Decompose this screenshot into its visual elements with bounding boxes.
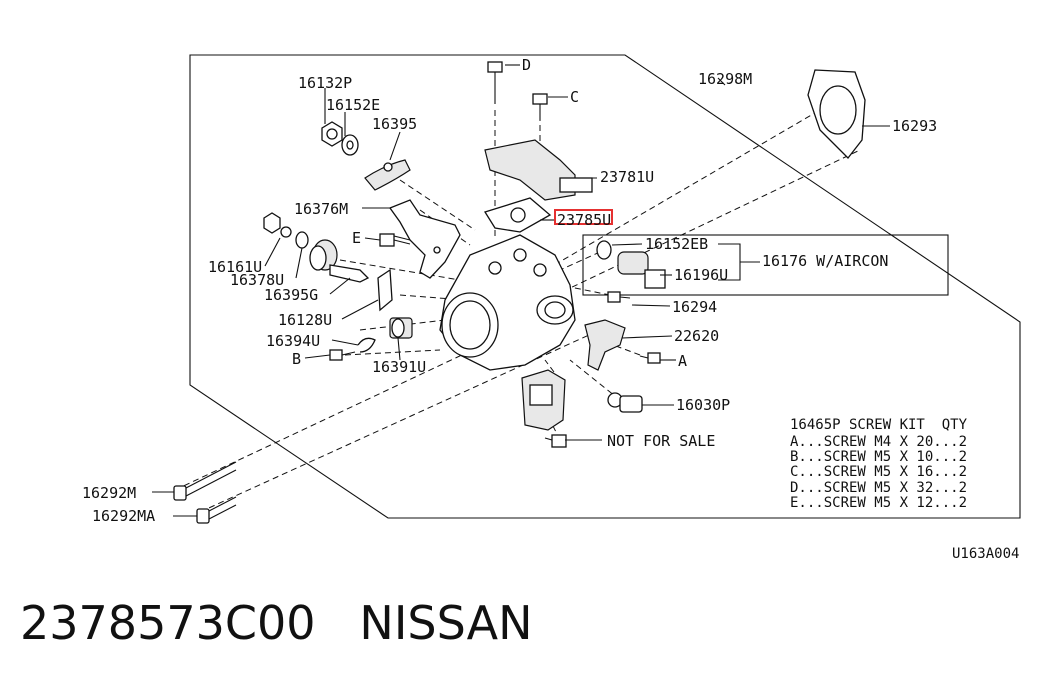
label-22620: 22620 [674,327,719,345]
bolt-16292m [173,461,237,501]
highlight-box-23785u [554,209,613,225]
aircon-group-box [582,234,949,296]
valve-23781u [484,139,593,201]
screw-e [379,233,411,247]
label-16292m: 16292M [82,484,136,502]
label-16030p: 16030P [676,396,730,414]
label-16298m: 16298M [698,70,752,88]
sensor-22620 [584,319,626,371]
label-16128u: 16128U [278,311,332,329]
label-16292ma: 16292MA [92,507,155,525]
screw-c [532,93,548,120]
label-16376m: 16376M [294,200,348,218]
label-16391u: 16391U [372,358,426,376]
gasket-23785u [484,197,552,233]
washer-16152e [341,134,359,156]
screw-kit-row: A...SCREW M4 X 20...2 [790,434,967,450]
label-d: D [522,56,531,74]
screw-kit-header: 16465P SCREW KIT QTY [790,417,968,433]
label-23781u: 23781U [600,168,654,186]
gasket-16293 [807,69,866,159]
bracket-not-for-sale [521,369,567,448]
nut-16161u [263,212,292,238]
screw-kit-table: 16465P SCREW KIT QTY A...SCREW M4 X 20..… [790,417,968,511]
bolt-16292ma [196,496,237,524]
screw-b [329,349,356,361]
throttle-body [439,234,576,371]
label-c: C [570,88,579,106]
label-16294: 16294 [672,298,717,316]
part-caption: 2378573C00 NISSAN [20,596,533,650]
leader-lines [152,64,890,517]
seal-16378u [295,231,309,249]
screw-kit-row: C...SCREW M5 X 16...2 [790,464,967,480]
label-16293: 16293 [892,117,937,135]
plate-16128u [377,268,393,312]
screw-kit-row: D...SCREW M5 X 32...2 [790,480,967,496]
label-16395: 16395 [372,115,417,133]
lever-16395 [364,159,411,191]
label-16132p: 16132P [298,74,352,92]
label-a: A [678,352,687,370]
sensor-16391u [389,317,413,339]
label-16196u: 16196U [674,266,728,284]
diagram-code: U163A004 [952,546,1019,562]
nut-16132p [321,121,343,147]
screw-kit-row: B...SCREW M5 X 10...2 [790,449,967,465]
label-16176: 16176 W/AIRCON [762,252,888,270]
label-23785u[interactable]: 23785U [557,211,611,229]
caption-part-number: 2378573C00 [20,596,316,650]
label-b: B [292,350,301,368]
screw-a [639,352,661,364]
screw-kit-row: E...SCREW M5 X 12...2 [790,495,967,511]
plug-16030p [607,392,643,413]
diagram-frame [189,54,1021,519]
bracket-16376m [388,199,461,279]
label-16152eb: 16152EB [645,235,708,253]
label-not-for-sale: NOT FOR SALE [607,432,715,450]
caption-brand: NISSAN [359,596,533,650]
label-16152e: 16152E [326,96,380,114]
clip-16394u [357,337,376,353]
screw-16294 [607,291,631,303]
label-e: E [352,229,361,247]
label-16378u: 16378U [230,271,284,289]
label-16395g: 16395G [264,286,318,304]
spring-16395g [309,239,370,283]
screw-d [487,61,503,104]
label-16161u: 16161U [208,258,262,276]
label-16394u: 16394U [266,332,320,350]
